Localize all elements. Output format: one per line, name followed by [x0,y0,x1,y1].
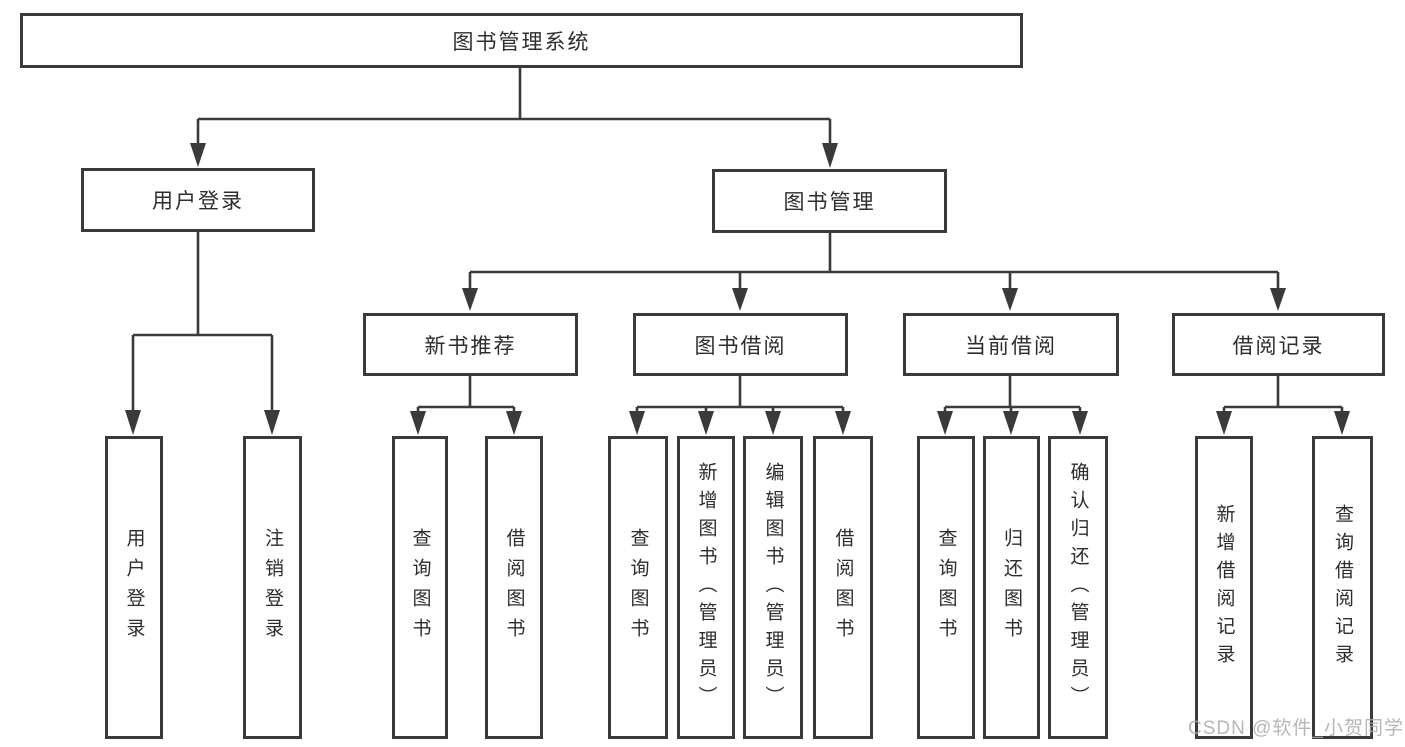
leaf-confirm-return-admin-label: 确认归还（管理员） [1067,461,1089,714]
leaf-user-login-label: 用户登录 [123,527,145,648]
node-borrow-records: 借阅记录 [1172,313,1385,376]
leaf-query-books-recommend: 查询图书 [392,436,448,739]
node-user-login-label: 用户登录 [152,190,244,213]
leaf-add-borrow-record-label: 新增借阅记录 [1213,503,1235,672]
node-user-login: 用户登录 [81,168,315,232]
leaf-edit-books-admin-label: 编辑图书（管理员） [762,461,784,714]
leaf-logout-label: 注销登录 [262,527,283,648]
node-book-borrow: 图书借阅 [633,313,848,376]
csdn-watermark: CSDN @软件_小贺同学 [1188,718,1404,739]
leaf-borrow-books-recommend: 借阅图书 [485,436,543,739]
leaf-add-borrow-record: 新增借阅记录 [1195,436,1253,739]
leaf-confirm-return-admin: 确认归还（管理员） [1048,436,1108,739]
leaf-query-borrow-record: 查询借阅记录 [1312,436,1373,739]
leaf-query-books-recommend-label: 查询图书 [409,527,431,648]
node-new-book-recommend-label: 新书推荐 [424,334,517,358]
leaf-query-books-current: 查询图书 [917,436,975,739]
leaf-query-borrow-record-label: 查询借阅记录 [1332,503,1353,672]
leaf-borrow-books: 借阅图书 [813,436,873,739]
leaf-edit-books-admin: 编辑图书（管理员） [743,436,803,739]
node-borrow-records-label: 借阅记录 [1232,334,1325,358]
leaf-borrow-books-label: 借阅图书 [832,527,854,648]
leaf-add-books-admin-label: 新增图书（管理员） [695,461,717,714]
leaf-query-books-current-label: 查询图书 [935,527,957,648]
leaf-add-books-admin: 新增图书（管理员） [677,436,735,739]
leaf-return-books-label: 归还图书 [1001,527,1022,648]
leaf-return-books: 归还图书 [983,436,1040,739]
node-book-management-label: 图书管理 [783,191,876,214]
leaf-logout: 注销登录 [243,436,302,739]
node-current-borrow: 当前借阅 [903,313,1119,376]
node-root-label: 图书管理系统 [452,30,591,54]
leaf-query-books-borrow: 查询图书 [608,436,668,739]
leaf-borrow-books-recommend-label: 借阅图书 [503,527,525,648]
node-new-book-recommend: 新书推荐 [363,313,578,376]
node-book-management: 图书管理 [712,169,947,233]
node-book-borrow-label: 图书借阅 [694,334,787,358]
node-current-borrow-label: 当前借阅 [965,334,1057,358]
leaf-user-login: 用户登录 [105,436,163,739]
node-root: 图书管理系统 [20,13,1023,68]
leaf-query-books-borrow-label: 查询图书 [627,527,649,648]
